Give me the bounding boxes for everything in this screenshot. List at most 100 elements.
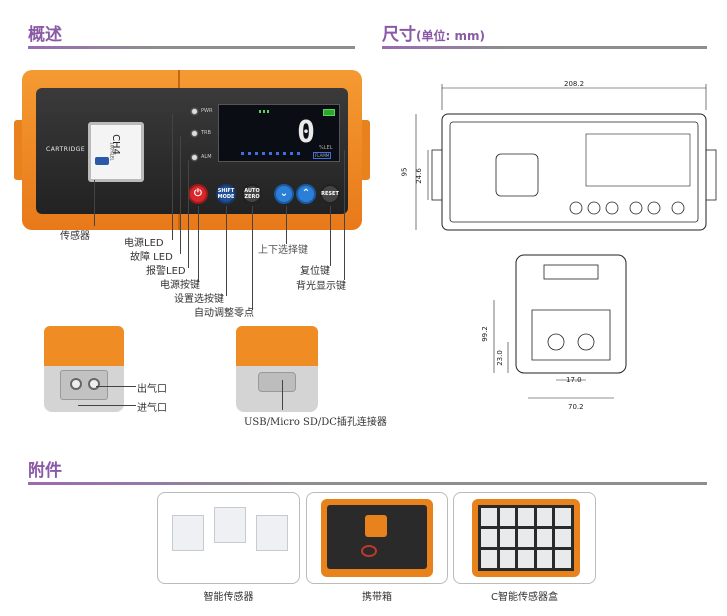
slot [555, 550, 571, 568]
slot [555, 508, 571, 526]
smart-sensor-photo [172, 507, 288, 557]
dim-bottom-width: 70.2 [568, 403, 584, 411]
slot [481, 529, 497, 547]
pwr-led [192, 109, 197, 114]
callout-alarm-led: 报警LED [146, 266, 186, 277]
trb-led [192, 131, 197, 136]
leader-power-key [198, 206, 199, 282]
gas-out-port-icon [70, 378, 82, 390]
slot [518, 508, 534, 526]
display-value: 0 [297, 115, 316, 150]
trb-led-label: TRB [201, 130, 211, 136]
leader-updown [286, 206, 287, 244]
accessory-card-sensor-box: C智能传感器盒 [453, 492, 596, 603]
leader-fault-led [180, 136, 181, 254]
overview-rule [28, 46, 355, 49]
dim-side-height: 99.2 [480, 326, 489, 342]
slot [481, 550, 497, 568]
lcd-display: 0 %LEL FLAMM [218, 104, 340, 162]
sensor-block-3 [256, 515, 288, 551]
slot [555, 529, 571, 547]
leader-gas-in [78, 405, 136, 406]
reset-button[interactable]: RESET [320, 184, 340, 204]
callout-auto-zero: 自动调整零点 [194, 308, 254, 319]
leader-gas-out [96, 386, 136, 387]
carry-case-photo [321, 499, 433, 577]
mode-button[interactable]: SHIFT MODE [216, 184, 236, 204]
callout-updown: 上下选择键 [258, 245, 308, 256]
sensor-block-1 [172, 515, 204, 551]
callout-power-led: 电源LED [124, 238, 164, 249]
display-bargraph [241, 152, 301, 155]
gas-port-view [44, 326, 124, 412]
dim-port-height: 23.0 [495, 350, 504, 366]
dim-port-gap: 17.0 [566, 376, 582, 384]
leader-reset [330, 206, 331, 266]
dimensions-title-text: 尺寸 [382, 25, 416, 45]
connector-view [236, 326, 318, 412]
slot [499, 508, 516, 526]
callout-gas-in: 进气口 [137, 403, 167, 414]
callout-gas-out: 出气口 [137, 384, 167, 395]
signal-dots-icon [259, 110, 271, 113]
slot [499, 550, 516, 568]
carry-case-cable [361, 545, 377, 557]
auto-zero-button[interactable]: AUTO ZERO [242, 184, 262, 204]
gas-port-body-top [44, 326, 124, 368]
slot [536, 529, 553, 547]
up-button[interactable]: ⌃ [296, 184, 316, 204]
battery-icon [323, 109, 335, 116]
slot [536, 550, 553, 568]
leader-alarm-led [188, 160, 189, 268]
dimensions-unit: (单位: mm) [416, 29, 485, 43]
sensor-box-grid [478, 505, 574, 571]
alm-led-label: ALM [201, 154, 212, 160]
accessory-card-smart-sensor: 智能传感器 [157, 492, 300, 603]
dimensions-title: 尺寸(单位: mm) [382, 20, 485, 45]
accessory-card-case: 携带箱 [306, 492, 448, 603]
callout-connector: USB/Micro SD/DC插孔连接器 [244, 417, 387, 428]
accessories-title: 附件 [28, 461, 62, 481]
callout-reset: 复位键 [300, 266, 330, 277]
down-button[interactable]: ⌄ [274, 184, 294, 204]
accessory-caption-smart-sensor: 智能传感器 [203, 592, 254, 603]
leader-connector [282, 380, 283, 410]
leader-power-led [172, 114, 173, 240]
connector-body-top [236, 326, 318, 368]
carry-case-device [365, 515, 387, 537]
sensor-box-photo [472, 499, 580, 577]
gas-port-plate [60, 370, 108, 400]
dim-width: 208.2 [564, 80, 585, 88]
slot [518, 550, 534, 568]
dim-height: 95 [400, 167, 409, 177]
sensor-logo [95, 157, 109, 165]
slot [536, 508, 553, 526]
accessories-rule [28, 482, 707, 485]
pwr-led-label: PWR [201, 108, 213, 114]
sensor-block-2 [214, 507, 246, 543]
callout-fault-led: 故障 LED [130, 252, 173, 263]
callout-power-key: 电源按键 [160, 280, 200, 291]
gas-in-port-icon [88, 378, 100, 390]
slot [499, 529, 516, 547]
display-unit: %LEL [319, 145, 333, 151]
leader-set-key [226, 206, 227, 296]
display-tag: FLAMM [313, 152, 332, 159]
power-button[interactable]: ⏻ [188, 184, 208, 204]
sensor-card: CH4 100%LEL [88, 122, 144, 182]
callout-set-key: 设置选按键 [174, 294, 224, 305]
callout-sensor: 传感器 [60, 231, 90, 242]
accessory-caption-sensor-box: C智能传感器盒 [491, 592, 558, 603]
slot [481, 508, 497, 526]
leader-auto-zero [252, 206, 253, 310]
accessory-caption-case: 携带箱 [362, 592, 392, 603]
callout-backlight: 背光显示键 [296, 281, 346, 292]
dim-inner: 24.6 [414, 168, 423, 184]
device-front: CARTRIDGE CH4 100%LEL PWR TRB ALM 0 %LEL… [14, 70, 370, 230]
alm-led [192, 155, 197, 160]
slot [518, 529, 534, 547]
dimension-drawing [415, 84, 717, 399]
leader-backlight [344, 150, 345, 280]
dimensions-rule [382, 46, 707, 49]
sensor-range: 100%LEL [109, 142, 115, 161]
